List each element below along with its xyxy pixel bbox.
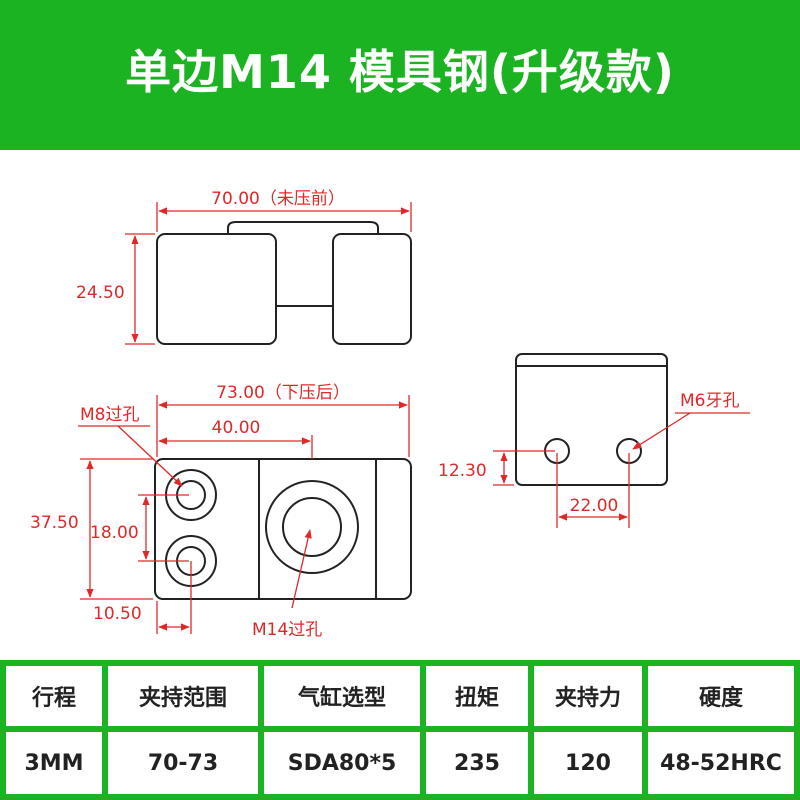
spec-value-hardness: 48-52HRC: [648, 732, 794, 794]
front-view: [154, 458, 412, 600]
top-width-label: 70.00（未压前）: [211, 189, 345, 209]
spec-header-torque: 扭矩: [426, 666, 528, 726]
spec-value-clamp-range: 70-73: [108, 732, 258, 794]
m14-hole-inner: [282, 497, 342, 557]
side-body: [515, 353, 668, 486]
spec-value-torque: 235: [426, 732, 528, 794]
spec-header-clamp-force: 夹持力: [534, 666, 642, 726]
spec-header-hardness: 硬度: [648, 666, 794, 726]
side-spacing-label: 22.00: [570, 496, 619, 516]
top-left-block: [156, 233, 277, 345]
side-view-dimensions: [493, 412, 750, 528]
spec-header-stroke: 行程: [6, 666, 102, 726]
front-view-dimensions: [78, 395, 410, 634]
title-banner: 单边M14 模具钢(升级款): [0, 0, 800, 150]
top-view: [156, 221, 412, 345]
front-offset-label: 40.00: [212, 418, 261, 438]
top-right-block: [332, 233, 412, 345]
spec-value-cylinder: SDA80*5: [264, 732, 420, 794]
spec-header-cylinder: 气缸选型: [264, 666, 420, 726]
m8-hole-label: M8过孔: [80, 405, 139, 425]
top-height-label: 24.50: [76, 283, 125, 303]
spec-value-clamp-force: 120: [534, 732, 642, 794]
edge-distance-label: 10.50: [93, 604, 142, 624]
hole-spacing-label: 18.00: [90, 523, 139, 543]
side-height-label: 12.30: [438, 461, 487, 481]
m14-hole-outer: [265, 480, 359, 574]
top-view-dimensions: [125, 202, 412, 345]
spec-header-clamp-range: 夹持范围: [108, 666, 258, 726]
technical-drawing: 70.00（未压前） 24.50: [30, 189, 750, 640]
page-title: 单边M14 模具钢(升级款): [125, 45, 675, 99]
m14-hole-label: M14过孔: [252, 620, 322, 640]
m6-thread-label: M6牙孔: [680, 391, 739, 411]
spec-table: 行程 夹持范围 气缸选型 扭矩 夹持力 硬度 3MM 70-73 SDA80*5…: [0, 660, 800, 800]
side-view: [515, 353, 668, 486]
spec-value-stroke: 3MM: [6, 732, 102, 794]
front-width-label: 73.00（下压后）: [216, 383, 350, 403]
front-height-label: 37.50: [30, 513, 79, 533]
